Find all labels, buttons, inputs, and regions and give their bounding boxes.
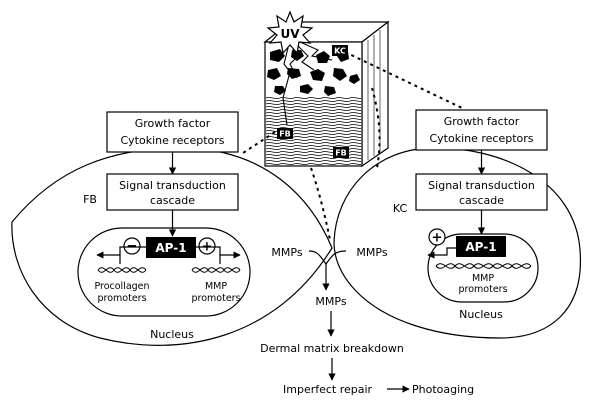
- kc-ap1-box: [456, 236, 506, 257]
- kc-signal-box: [415, 173, 548, 211]
- kc-cell-label: KC: [393, 202, 408, 215]
- uv-burst: [266, 10, 314, 55]
- flow-breakdown: Dermal matrix breakdown: [260, 342, 404, 355]
- uv-label: UV: [280, 27, 300, 41]
- fb-nucleus-label: Nucleus: [150, 328, 194, 341]
- kc-mmp-line1: MMP: [472, 273, 494, 284]
- flow-mmps: MMPs: [315, 295, 346, 308]
- fibroblast-cell: Growth factor Cytokine receptors Signal …: [11, 111, 333, 346]
- fibroblast-membrane: [11, 147, 333, 346]
- kc-nucleus-label: Nucleus: [459, 308, 503, 321]
- flow-photoaging: Photoaging: [412, 383, 474, 396]
- kc-mmp-dna: [435, 263, 532, 269]
- fb-procollagen-line1: Procollagen: [94, 281, 149, 292]
- fb-mmp-line1: MMP: [205, 281, 227, 292]
- kc-plus-sign: [428, 228, 446, 246]
- flow-repair: Imperfect repair: [283, 383, 373, 396]
- skin-tissue-block: UV KC FB FB: [263, 10, 390, 168]
- dashed-connectors: [239, 51, 463, 241]
- fb-procollagen-line2: promoters: [97, 293, 146, 304]
- fb-nucleus: [77, 227, 251, 317]
- keratinocyte-membrane: [333, 147, 582, 339]
- fb-signal-line2: cascade: [150, 194, 195, 207]
- kc-receptor-box: [415, 109, 548, 151]
- fb-mmp-dna: [191, 267, 241, 273]
- fb-tag-box-2: [333, 147, 349, 158]
- uv-rays: [282, 41, 333, 126]
- fb-mmp-line2: promoters: [191, 293, 240, 304]
- fb-receptor-line1: Growth factor: [135, 117, 211, 130]
- kc-ap1: AP-1: [465, 240, 496, 254]
- fb-ap1-box: [146, 237, 196, 258]
- fb-receptor-box: [106, 111, 239, 153]
- kc-mmps-label: MMPs: [356, 246, 387, 259]
- kc-tag-box: [332, 45, 348, 56]
- kc-tag: KC: [334, 47, 346, 56]
- fb-procollagen-dna: [97, 267, 147, 273]
- fb-tag-1: FB: [279, 130, 291, 139]
- kc-signal-line1: Signal transduction: [428, 179, 535, 192]
- kc-nucleus: [427, 233, 539, 303]
- fb-signal-line1: Signal transduction: [119, 179, 226, 192]
- fb-tag-box-1: [277, 128, 293, 139]
- kc-receptor-line2: Cytokine receptors: [429, 132, 533, 145]
- keratinocyte-cell: Growth factor Cytokine receptors Signal …: [333, 109, 582, 339]
- mmp-flow: MMPs MMPs MMPs Dermal matrix breakdown I…: [260, 246, 474, 396]
- fb-plus-sign: [198, 237, 216, 255]
- kc-receptor-line1: Growth factor: [444, 115, 520, 128]
- fb-tag-2: FB: [335, 149, 347, 158]
- fb-cell-label: FB: [83, 193, 97, 206]
- fb-ap1: AP-1: [155, 241, 186, 255]
- kc-signal-line2: cascade: [459, 194, 504, 207]
- fb-minus-sign: [123, 237, 141, 255]
- fb-mmps-label: MMPs: [271, 246, 302, 259]
- epidermis-cells: [267, 49, 360, 96]
- fb-receptor-line2: Cytokine receptors: [120, 134, 224, 147]
- svg-text:+: +: [432, 231, 443, 246]
- kc-mmp-line2: promoters: [458, 284, 507, 295]
